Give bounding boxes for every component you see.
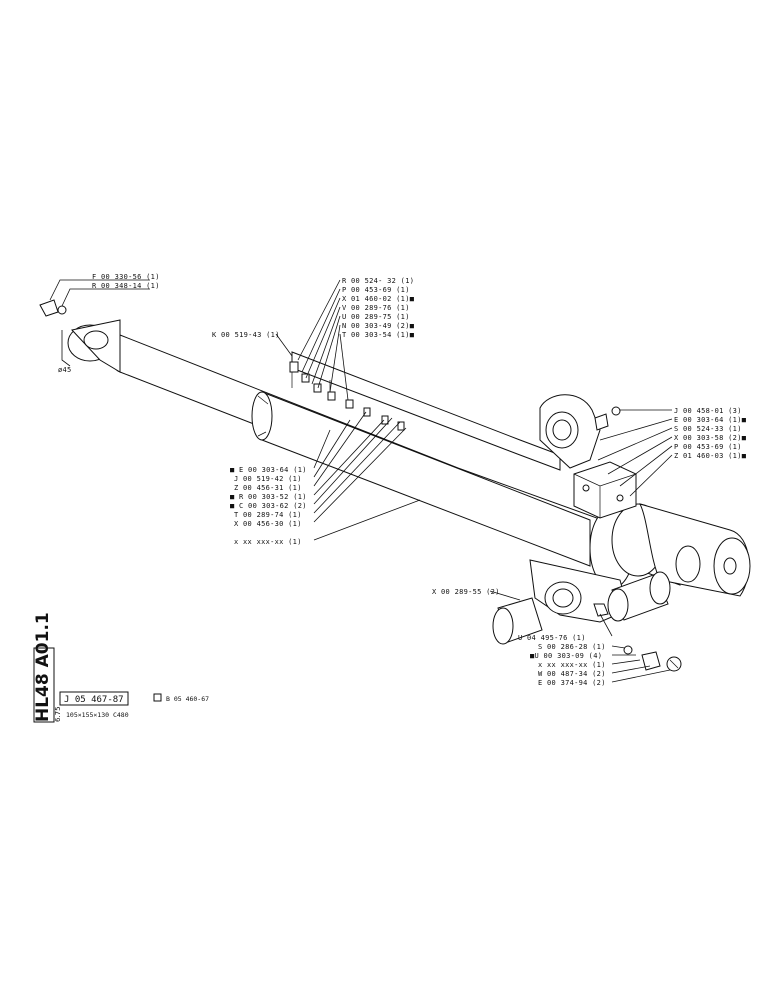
title-block: HL48 A01.1 6.75 J 05 467-87 B 05 460-67 …	[33, 612, 209, 723]
labels-left-mid: ■ E 00 303-64 (1) J 00 519-42 (1) Z 00 4…	[230, 466, 307, 546]
part-label: E 00 374-94 (2)	[538, 679, 606, 687]
part-label: V 00 289-76 (1)	[342, 304, 410, 312]
part-label-bushing: X 00 289-55 (2)	[432, 588, 500, 596]
part-label: S 00 286-28 (1)	[538, 643, 606, 651]
part-label: U 04 495-76 (1)	[518, 634, 586, 642]
part-label: P 00 453-69 (1)	[342, 286, 410, 294]
part-label: X 00 456-30 (1)	[234, 520, 302, 528]
part-label: X 00 303-58 (2)■	[674, 434, 747, 442]
part-label: R 00 524- 32 (1)	[342, 277, 414, 285]
labels-left-top: F 00 330-56 (1) R 00 348-14 (1)	[92, 273, 160, 290]
part-label: S 00 524-33 (1)	[674, 425, 742, 433]
part-label-k: K 00 519-43 (1)	[212, 331, 280, 339]
part-label: T 00 303-54 (1)■	[342, 331, 415, 339]
part-label: x xx xxx-xx (1)	[234, 538, 302, 546]
rod-sleeve	[251, 391, 591, 567]
alt-code: B 05 460-67	[166, 695, 209, 703]
part-label: ■U 00 303-09 (4)	[530, 652, 602, 660]
part-label: J 00 519-42 (1)	[234, 475, 302, 483]
part-label: Z 00 456-31 (1)	[234, 484, 302, 492]
part-label: T 00 289-74 (1)	[234, 511, 302, 519]
part-label: Z 01 460-03 (1)■	[674, 452, 747, 460]
part-label: N 00 303-49 (2)■	[342, 322, 415, 330]
diameter-label: ø45	[58, 366, 72, 374]
lower-trunnion	[529, 559, 629, 623]
hardware-fittings	[39, 299, 682, 672]
leader-lines	[49, 279, 673, 683]
edition-date: 6.75	[54, 706, 62, 722]
part-label: P 00 453-69 (1)	[674, 443, 742, 451]
labels-bottom: U 04 495-76 (1) S 00 286-28 (1) ■U 00 30…	[518, 634, 606, 687]
labels-top: R 00 524- 32 (1) P 00 453-69 (1) X 01 46…	[342, 277, 415, 339]
valve-block	[573, 461, 637, 519]
upper-trunnion	[539, 394, 621, 469]
part-label: x xx xxx-xx (1)	[538, 661, 606, 669]
part-label: U 00 289-75 (1)	[342, 313, 410, 321]
bushing-left	[492, 597, 543, 645]
part-label: ■ C 00 303-62 (2)	[230, 502, 307, 510]
part-label: W 00 487-34 (2)	[538, 670, 606, 678]
part-label: F 00 330-56 (1)	[92, 273, 160, 281]
rail-fittings	[289, 361, 405, 431]
part-label: X 01 460-02 (1)■	[342, 295, 415, 303]
spec-text: 105×155×130 C480	[66, 711, 129, 719]
main-code: J 05 467-87	[64, 695, 124, 705]
bushing-right	[607, 571, 671, 622]
part-label: E 00 303-64 (1)■	[674, 416, 747, 424]
part-label: R 00 348-14 (1)	[92, 282, 160, 290]
part-label: J 00 458-01 (3)	[674, 407, 742, 415]
part-label: ■ E 00 303-64 (1)	[230, 466, 307, 474]
model-title: HL48 A01.1	[33, 612, 53, 722]
part-label: ■ R 00 303-52 (1)	[230, 493, 307, 501]
labels-right: J 00 458-01 (3) E 00 303-64 (1)■ S 00 52…	[674, 407, 747, 460]
